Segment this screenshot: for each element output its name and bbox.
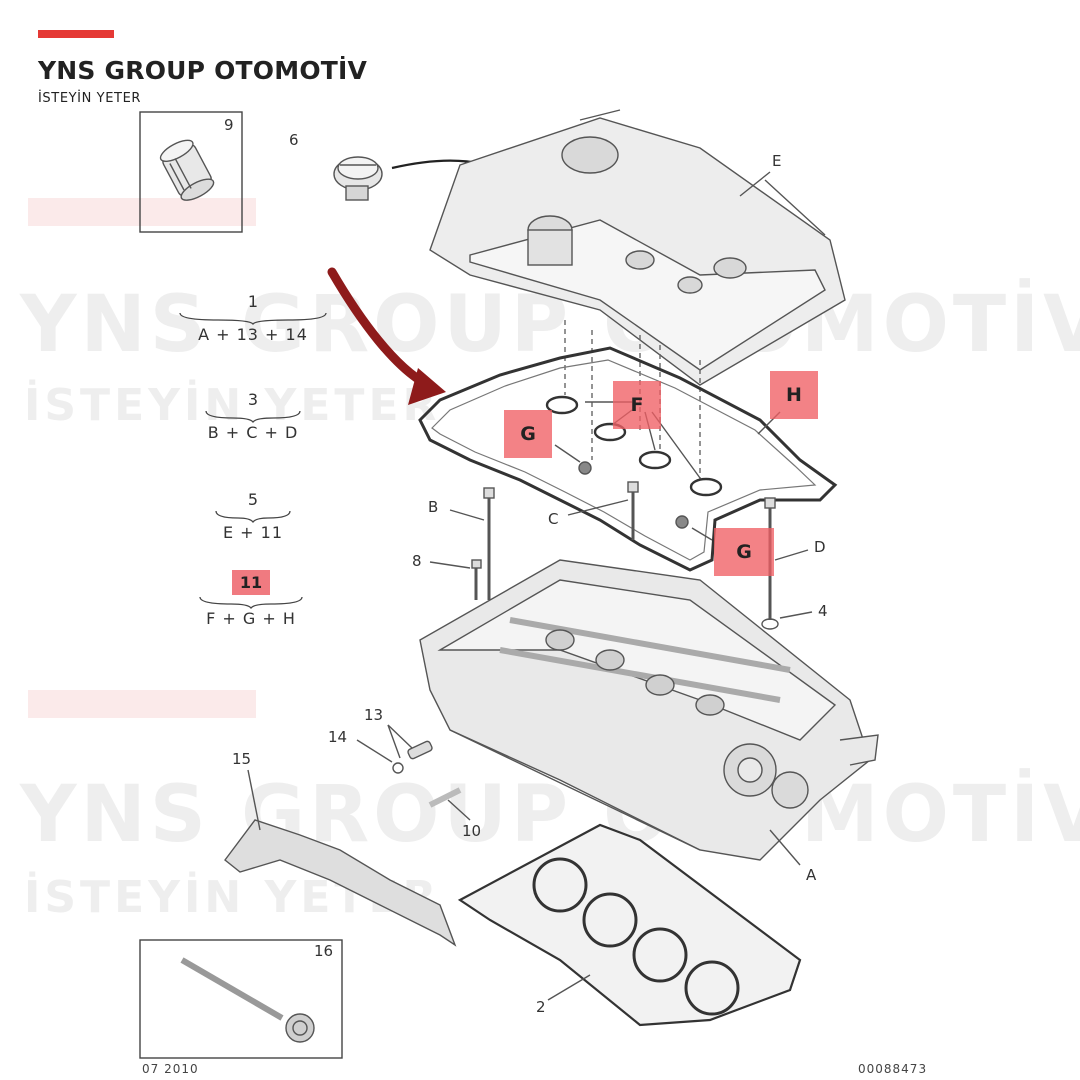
callout-10: 10 xyxy=(462,822,482,840)
callout-B: B xyxy=(428,498,439,516)
callout-C: C xyxy=(548,510,559,528)
formula-5-parts: E + 11 xyxy=(222,523,284,542)
callout-4: 4 xyxy=(818,602,828,620)
formula-1: 1 A + 13 + 14 xyxy=(178,292,328,344)
callout-2: 2 xyxy=(536,998,546,1016)
part-F-seals xyxy=(545,395,723,497)
formula-3-id: 3 xyxy=(247,390,259,409)
curved-arrow-icon xyxy=(327,267,433,390)
part-14-oring xyxy=(392,762,404,774)
formula-3: 3 B + C + D xyxy=(178,390,328,442)
callout-6: 6 xyxy=(289,131,299,149)
formula-1-parts: A + 13 + 14 xyxy=(198,325,308,344)
brace-icon xyxy=(199,596,303,609)
part-16-bolt xyxy=(180,957,315,1043)
part-E-valve-cover xyxy=(429,109,846,386)
watermark-tagline-top: İSTEYİN YETER xyxy=(24,380,441,431)
part-6-oil-cap xyxy=(333,156,383,201)
bolt-8 xyxy=(471,559,482,600)
brand-tagline: İSTEYİN YETER xyxy=(38,91,142,106)
highlight-G-upper: G xyxy=(504,410,552,458)
watermark-bar-bottom xyxy=(28,690,256,718)
highlight-F: F xyxy=(613,381,661,429)
callout-8: 8 xyxy=(412,552,422,570)
callout-13: 13 xyxy=(364,706,384,724)
brace-icon xyxy=(215,510,291,523)
formula-3-parts: B + C + D xyxy=(207,423,299,442)
part-9-box xyxy=(139,111,243,233)
part-H-gasket xyxy=(418,346,838,572)
brand-accent-bar xyxy=(38,30,114,38)
diagram-reference: 00088473 xyxy=(858,1062,928,1076)
formula-11-parts: F + G + H xyxy=(206,609,296,628)
highlight-H: H xyxy=(770,371,818,419)
watermark-bar-top xyxy=(28,198,256,226)
formula-1-id: 1 xyxy=(247,292,259,311)
formula-5-id: 5 xyxy=(247,490,259,509)
part-A-cylinder-head xyxy=(419,559,879,861)
callout-E: E xyxy=(772,152,782,170)
callout-16: 16 xyxy=(314,942,334,960)
part-G-grommet-1 xyxy=(578,461,592,475)
washer-4 xyxy=(761,618,779,630)
part-16-box xyxy=(139,939,343,1059)
bolt-C xyxy=(627,481,639,540)
part-13-plug xyxy=(407,740,433,760)
part-10-stud xyxy=(428,787,462,808)
formula-11: 11 F + G + H xyxy=(176,570,326,628)
callout-14: 14 xyxy=(328,728,348,746)
part-9-sleeve xyxy=(159,139,215,201)
diagram-date: 07 2010 xyxy=(142,1062,199,1076)
bolt-B xyxy=(483,487,495,600)
callout-9: 9 xyxy=(224,116,234,134)
formula-11-id: 11 xyxy=(231,570,271,595)
brand-name: YNS GROUP OTOMOTİV xyxy=(38,56,368,85)
part-2-head-gasket xyxy=(457,823,802,1027)
callout-A: A xyxy=(806,866,817,884)
highlight-G-lower: G xyxy=(714,528,774,576)
callout-15: 15 xyxy=(232,750,252,768)
part-15-heat-shield xyxy=(224,819,457,947)
brace-icon xyxy=(179,312,327,325)
callout-D: D xyxy=(814,538,826,556)
formula-5: 5 E + 11 xyxy=(178,490,328,542)
watermark-brand-bottom: YNS GROUP OTOMOTİV xyxy=(20,770,1080,860)
brace-icon xyxy=(205,410,301,423)
part-G-grommet-2 xyxy=(675,515,689,529)
